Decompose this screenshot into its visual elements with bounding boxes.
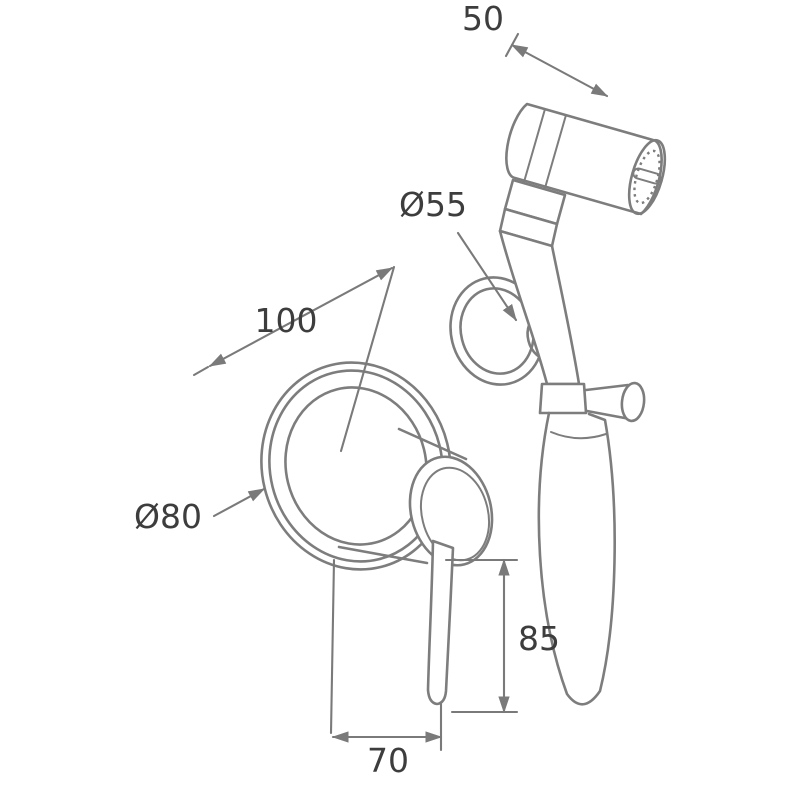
- dim-label-100: 100: [255, 301, 318, 340]
- mixer-lever: [426, 539, 455, 706]
- dim-plate-offset: 100: [192, 265, 396, 453]
- dim-label-85: 85: [518, 619, 560, 658]
- dim-lever-drop: 85: [444, 558, 560, 714]
- spray-face: [627, 138, 667, 216]
- dim-label-55: Ø55: [399, 185, 467, 224]
- check-valve: [538, 381, 646, 423]
- hand-shower: [498, 102, 667, 386]
- dim-label-70: 70: [367, 741, 409, 780]
- dim-head-width: 50: [462, 0, 609, 98]
- shower-handle: [498, 229, 581, 386]
- dim-label-80: Ø80: [134, 497, 202, 536]
- dim-label-50: 50: [462, 0, 504, 38]
- dim-lever-reach: 70: [329, 558, 443, 780]
- shower-hose: [537, 411, 616, 706]
- dim-holder-diameter: Ø55: [399, 185, 518, 322]
- mixer-knob: [337, 427, 494, 567]
- dim-plate-diameter: Ø80: [134, 487, 266, 536]
